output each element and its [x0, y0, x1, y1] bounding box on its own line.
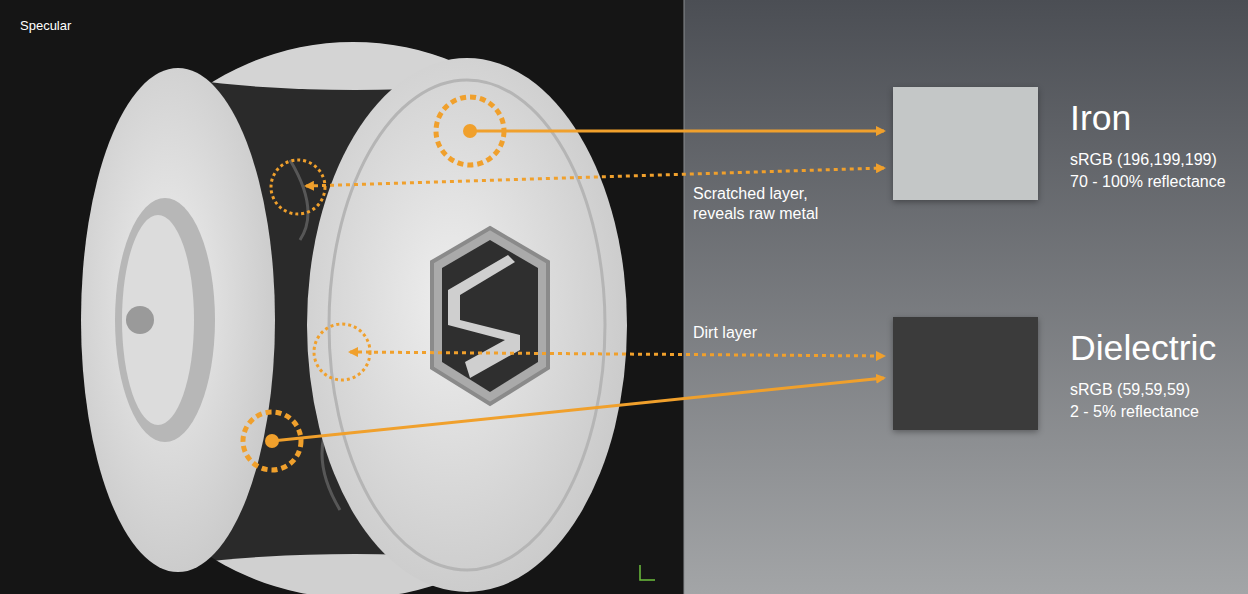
reflectance-range: 2 - 5% reflectance — [1070, 401, 1246, 423]
layer-note: Dirt layer — [693, 323, 843, 343]
material-swatch: DielectricsRGB (59,59,59)2 - 5% reflecta… — [893, 317, 1038, 430]
material-text: Iron sRGB (196,199,199)70 - 100% reflecta… — [1070, 97, 1246, 193]
layer-note: Scratched layer, reveals raw metal — [693, 184, 843, 224]
color-swatch — [893, 87, 1038, 200]
color-swatch — [893, 317, 1038, 430]
material-swatch: IronsRGB (196,199,199)70 - 100% reflecta… — [893, 87, 1038, 200]
material-text: Dielectric sRGB (59,59,59)2 - 5% reflecta… — [1070, 327, 1246, 423]
reflectance-range: 70 - 100% reflectance — [1070, 171, 1246, 193]
material-name: Dielectric — [1070, 327, 1246, 369]
material-name: Iron — [1070, 97, 1246, 139]
panel-title: Specular — [20, 16, 140, 36]
srgb-value: sRGB (59,59,59) — [1070, 379, 1246, 401]
srgb-value: sRGB (196,199,199) — [1070, 149, 1246, 171]
